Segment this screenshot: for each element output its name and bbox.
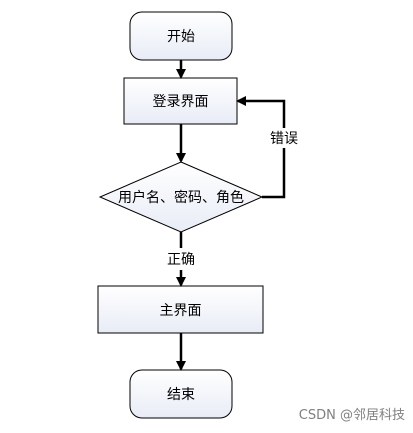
login-node-shape <box>123 77 238 125</box>
end-node-label: 结束 <box>167 387 195 403</box>
watermark-text: CSDN @邻居科技 <box>298 408 405 423</box>
edge-check-login-error <box>236 96 286 199</box>
login-node-label: 登录界面 <box>152 94 209 110</box>
main-node-label: 主界面 <box>159 302 202 319</box>
edge-error-label: 错误 <box>264 128 304 148</box>
start-node-label: 开始 <box>167 29 195 45</box>
edge-correct-label: 正确 <box>161 249 201 269</box>
check-node-label: 用户名、密码、角色 <box>118 190 244 206</box>
